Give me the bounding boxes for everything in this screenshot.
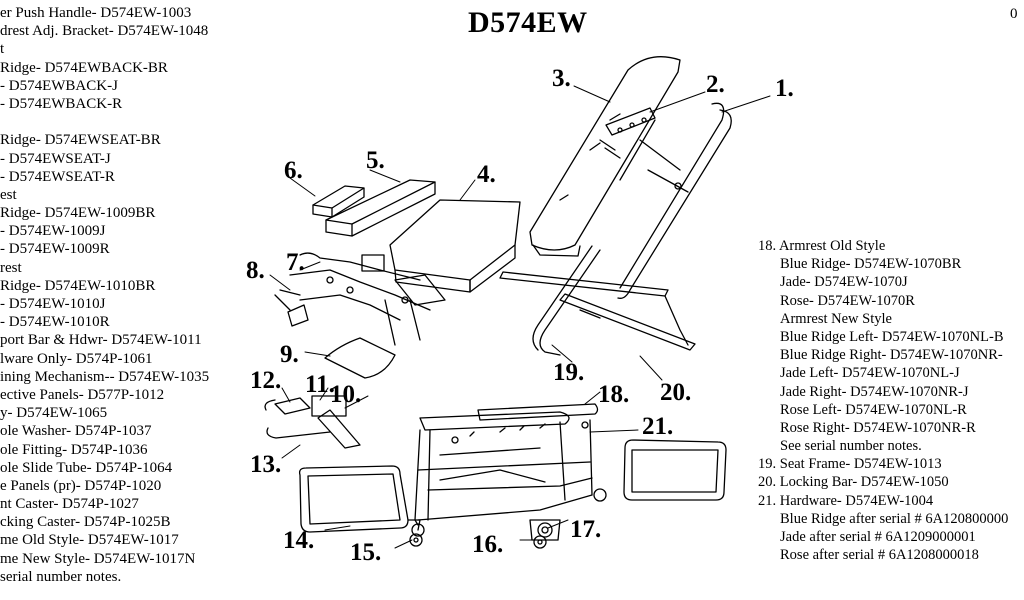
leader-lines [269, 85, 771, 549]
parts-list-right-row: Armrest New Style [780, 310, 892, 327]
parts-list-left-row: ole Slide Tube- D574P-1064 [0, 459, 173, 476]
callout-13: 13. [250, 451, 281, 478]
callout-3: 3. [552, 65, 571, 92]
parts-list-right-row: 20. Locking Bar- D574EW-1050 [758, 474, 949, 491]
back-cushion [529, 56, 681, 257]
callout-5: 5. [366, 147, 385, 174]
seat-cushion [389, 199, 521, 293]
parts-list-left-row: - D574EWBACK-J [0, 77, 118, 94]
callout-20: 20. [660, 379, 691, 406]
parts-list-left-row: port Bar & Hdwr- D574EW-1011 [0, 332, 202, 349]
callout-17: 17. [570, 516, 601, 543]
callout-6: 6. [284, 157, 303, 184]
side-panel-right [623, 439, 727, 501]
parts-list-right-row: Jade- D574EW-1070J [780, 274, 908, 291]
parts-list-left-row: - D574EW-1010R [0, 314, 110, 331]
parts-list-left-row: ining Mechanism-- D574EW-1035 [0, 368, 210, 385]
callout-21: 21. [642, 413, 673, 440]
armrest-bar [419, 403, 599, 431]
hardware-fasteners [451, 421, 589, 444]
parts-list-right-row: Jade Left- D574EW-1070NL-J [780, 365, 960, 382]
parts-list-left-row: rest [0, 259, 22, 276]
parts-list-left: er Push Handle- D574EW-1003 drest Adj. Br… [0, 4, 250, 586]
parts-list-left-row: Ridge- D574EW-1009BR [0, 205, 156, 222]
parts-list-left-row: me New Style- D574EW-1017N [0, 550, 196, 567]
parts-list-right-row: Blue Ridge Left- D574EW-1070NL-B [780, 328, 1004, 345]
locking-bar [499, 271, 696, 351]
parts-list-left-row: - D574EW-1009R [0, 241, 110, 258]
parts-list-left-row: me Old Style- D574EW-1017 [0, 532, 179, 549]
parts-list-left-row: - D574EWSEAT-R [0, 168, 115, 185]
callout-1: 1. [775, 75, 794, 102]
parts-list-left-row: serial number notes. [0, 568, 122, 585]
parts-list-left-row: nt Caster- D574P-1027 [0, 496, 139, 513]
parts-list-right-row: Rose- D574EW-1070R [780, 292, 915, 309]
parts-list-right-row: Rose after serial # 6A1208000018 [780, 547, 979, 564]
parts-list-left-row: - D574EW-1009J [0, 223, 106, 240]
parts-list-left-row: Ridge- D574EW-1010BR [0, 277, 156, 294]
parts-list-left-row: Ridge- D574EWSEAT-BR [0, 132, 161, 149]
parts-list-left-row: y- D574EW-1065 [0, 405, 108, 422]
callout-4: 4. [477, 161, 496, 188]
parts-list-left-row: drest Adj. Bracket- D574EW-1048 [0, 23, 209, 40]
page-number-fragment: 0 [1010, 6, 1018, 22]
parts-list-right-row: Blue Ridge- D574EW-1070BR [780, 256, 962, 273]
parts-list-right-row: Blue Ridge after serial # 6A120800000 [780, 510, 1009, 527]
parts-list-right-row: Jade Right- D574EW-1070NR-J [780, 383, 969, 400]
callout-12: 12. [250, 367, 281, 394]
parts-list-left-row: est [0, 186, 17, 203]
parts-list-left-row: e Panels (pr)- D574P-1020 [0, 477, 162, 494]
callout-14: 14. [283, 527, 314, 554]
parts-list-right-row: Blue Ridge Right- D574EW-1070NR- [780, 347, 1003, 364]
back-frame [532, 102, 732, 356]
parts-list-right-row: Rose Left- D574EW-1070NL-R [780, 401, 967, 418]
recline-mechanism [274, 252, 446, 346]
parts-list-left-row: er Push Handle- D574EW-1003 [0, 5, 192, 21]
callout-10: 10. [330, 381, 361, 408]
armrest-pad [325, 179, 436, 237]
parts-list-left-row: t [0, 41, 5, 58]
slide-tube [264, 395, 361, 449]
callout-19: 19. [553, 359, 584, 386]
parts-list-left-row: cking Caster- D574P-1025B [0, 514, 171, 531]
parts-list-left-row: ective Panels- D577P-1012 [0, 386, 165, 403]
parts-list-left-row: ole Washer- D574P-1037 [0, 423, 152, 440]
parts-list-left-row: - D574EWBACK-R [0, 95, 123, 112]
parts-list-left-row: lware Only- D574P-1061 [0, 350, 153, 367]
parts-list-right-row: See serial number notes. [780, 438, 922, 455]
side-shield [324, 337, 396, 379]
callout-16: 16. [472, 531, 503, 558]
callout-11: 11. [305, 371, 335, 398]
caster-locking [533, 535, 547, 549]
parts-list-right-row: 21. Hardware- D574EW-1004 [758, 492, 934, 509]
parts-list-right-row: 19. Seat Frame- D574EW-1013 [758, 456, 942, 473]
parts-list-right-row: 18. Armrest Old Style [758, 238, 886, 254]
armrest-cap [312, 185, 365, 218]
callout-7: 7. [286, 249, 305, 276]
parts-list-left-row: - D574EWSEAT-J [0, 150, 111, 167]
headrest-bracket [599, 107, 656, 159]
parts-list-left-row: ole Fitting- D574P-1036 [0, 441, 148, 458]
parts-list-right-row: Jade after serial # 6A1209000001 [780, 529, 976, 545]
callout-2: 2. [706, 71, 725, 98]
page-title: D574EW [468, 6, 588, 39]
callout-9: 9. [280, 341, 299, 368]
callout-18: 18. [598, 381, 629, 408]
callout-15: 15. [350, 539, 381, 566]
side-panel-left [298, 465, 409, 533]
parts-list-right-row: Rose Right- D574EW-1070NR-R [780, 419, 976, 436]
parts-list-left-row: Ridge- D574EWBACK-BR [0, 59, 168, 76]
parts-list-left-row: - D574EW-1010J [0, 296, 106, 312]
chair-frame [411, 419, 607, 541]
caster-front [407, 519, 423, 547]
callout-8: 8. [246, 257, 265, 284]
